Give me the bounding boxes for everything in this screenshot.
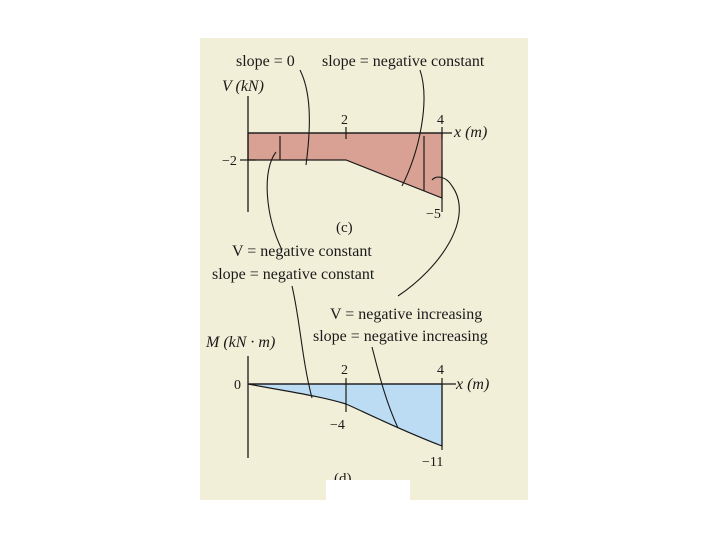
shear-value-neg2: −2	[222, 154, 237, 169]
moment-value-0: 0	[234, 378, 241, 393]
shear-axis-label: V (kN)	[222, 78, 264, 95]
moment-axis-label: M (kN · m)	[205, 334, 275, 351]
leader-slope-zero	[299, 69, 310, 166]
annotation-slope-neg-incr: slope = negative increasing	[313, 328, 488, 345]
annotation-slope-zero: slope = 0	[236, 53, 295, 70]
shear-caption: (c)	[336, 220, 353, 236]
annotation-slope-neg-const-top: slope = negative constant	[322, 53, 485, 70]
annotation-v-neg-const: V = negative constant	[232, 243, 372, 260]
annotation-v-neg-incr: V = negative increasing	[330, 306, 482, 323]
shear-tick-label-2: 2	[341, 113, 348, 128]
leader-v-neg-const	[266, 151, 283, 251]
caption-cover-block	[326, 480, 410, 502]
moment-x-label: x (m)	[455, 376, 489, 393]
shear-value-neg5: −5	[426, 207, 441, 222]
annotation-slope-neg-const-mid: slope = negative constant	[212, 266, 375, 283]
leader-v-neg-incr	[397, 176, 460, 297]
figure-panel-background	[200, 38, 528, 500]
moment-value-neg11: −11	[422, 455, 443, 470]
moment-tick-label-4: 4	[437, 363, 444, 378]
leader-slope-neg-const-moment	[291, 285, 313, 399]
moment-value-neg4: −4	[330, 418, 345, 433]
shear-tick-label-4: 4	[437, 113, 444, 128]
moment-tick-label-2: 2	[341, 363, 348, 378]
leader-slope-neg-const	[401, 69, 425, 187]
shear-x-label: x (m)	[453, 124, 487, 141]
leader-slope-neg-incr-moment	[371, 346, 399, 429]
